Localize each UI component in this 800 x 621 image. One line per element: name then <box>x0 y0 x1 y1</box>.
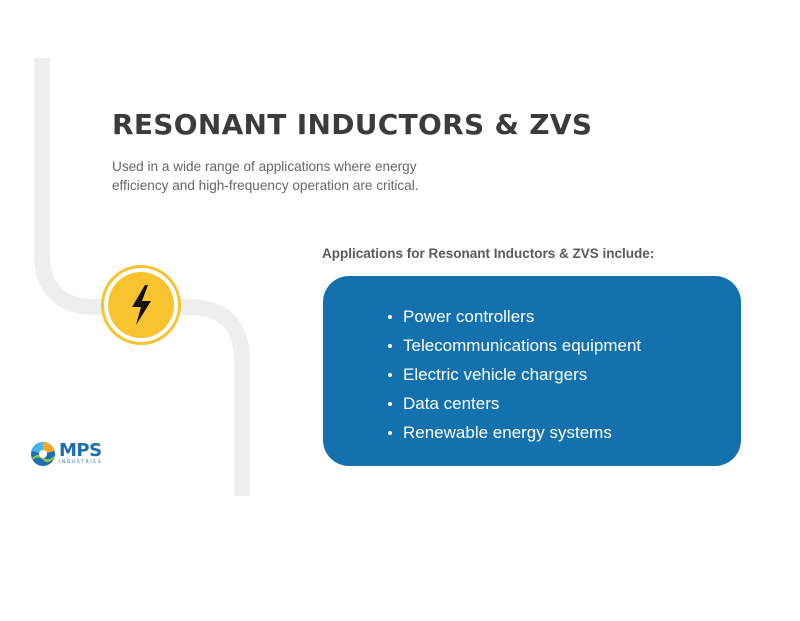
lightning-badge <box>101 265 181 345</box>
list-item: Electric vehicle chargers <box>388 360 641 389</box>
list-item: Renewable energy systems <box>388 418 641 447</box>
page-subtitle: Used in a wide range of applications whe… <box>112 159 419 193</box>
company-logo: MPS INDUSTRIES <box>30 441 102 467</box>
list-item: Telecommunications equipment <box>388 331 641 360</box>
list-item-label: Data centers <box>403 394 500 413</box>
list-item-label: Power controllers <box>403 307 535 326</box>
bullet-icon <box>388 430 392 435</box>
bullet-icon <box>388 314 392 319</box>
list-item-label: Electric vehicle chargers <box>403 365 588 384</box>
logo-wordmark: MPS <box>59 440 102 461</box>
applications-list: Power controllers Telecommunications equ… <box>388 302 641 447</box>
logo-subtext: INDUSTRIES <box>59 460 103 465</box>
list-item: Power controllers <box>388 302 641 331</box>
bullet-icon <box>388 372 392 377</box>
bullet-icon <box>388 401 392 406</box>
bullet-icon <box>388 343 392 348</box>
lightning-bolt-icon <box>132 285 151 325</box>
applications-panel: Power controllers Telecommunications equ… <box>323 276 741 466</box>
list-item: Data centers <box>388 389 641 418</box>
page-title: RESONANT INDUCTORS & ZVS <box>112 108 593 141</box>
applications-heading: Applications for Resonant Inductors & ZV… <box>322 246 655 261</box>
list-item-label: Renewable energy systems <box>403 423 612 442</box>
mps-emblem-icon <box>31 442 55 466</box>
list-item-label: Telecommunications equipment <box>403 336 642 355</box>
